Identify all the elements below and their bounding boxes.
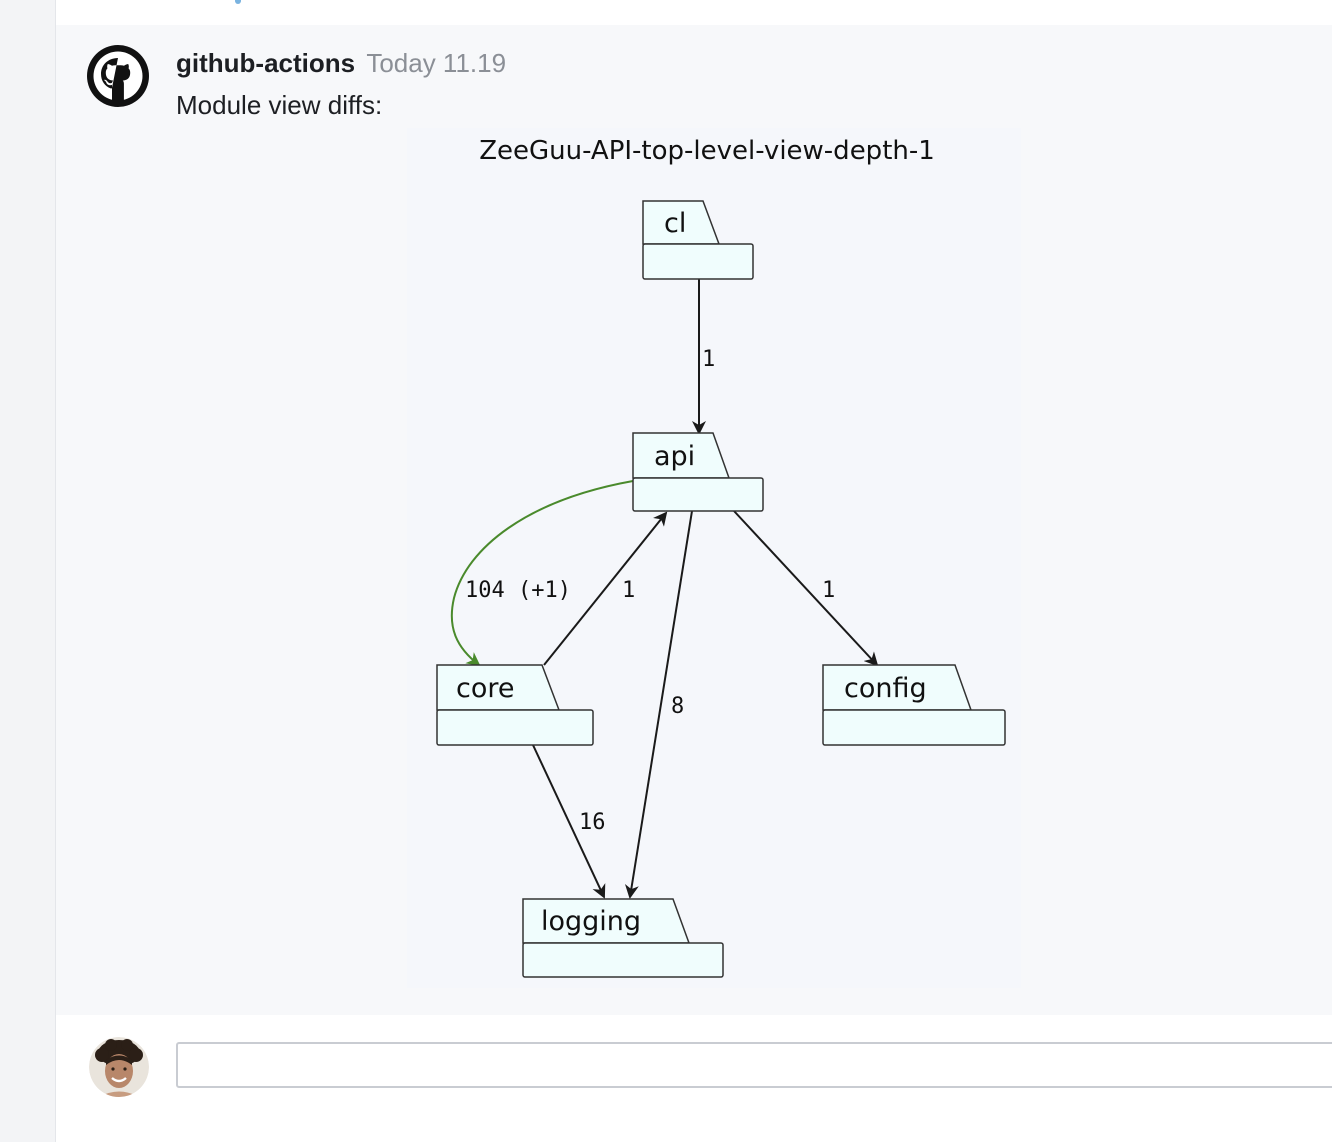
package-logging[interactable]: logging xyxy=(522,898,724,978)
package-label-api: api xyxy=(654,441,695,472)
edge-core-api xyxy=(543,511,668,666)
message-header: github-actions Today 11.19 xyxy=(176,47,506,79)
edge-label-core-api: 1 xyxy=(622,578,635,603)
github-octocat-icon[interactable] xyxy=(87,45,149,107)
edge-api-logging xyxy=(624,510,693,899)
edge-label-api-logging: 8 xyxy=(671,694,684,719)
diagram-title: ZeeGuu-API-top-level-view-depth-1 xyxy=(479,136,935,166)
edge-label-api-config: 1 xyxy=(822,578,835,603)
previous-message-area xyxy=(56,0,1332,25)
package-label-logging: logging xyxy=(541,906,641,937)
left-rail xyxy=(0,0,56,1142)
message-text: Module view diffs: xyxy=(176,90,383,120)
thread-indicator-dot xyxy=(235,0,241,4)
package-config[interactable]: config xyxy=(822,664,1006,746)
edge-label-cl-api: 1 xyxy=(702,347,715,372)
package-label-core: core xyxy=(456,673,514,704)
package-cl[interactable]: cl xyxy=(642,200,754,280)
message-timestamp[interactable]: Today 11.19 xyxy=(366,48,507,78)
module-view-diagram[interactable]: ZeeGuu-API-top-level-view-depth-1 1 104 … xyxy=(407,128,1021,988)
package-core[interactable]: core xyxy=(436,664,594,746)
package-label-cl: cl xyxy=(664,208,686,239)
edge-core-logging xyxy=(532,744,606,899)
diagram-canvas: ZeeGuu-API-top-level-view-depth-1 1 104 … xyxy=(436,136,1006,978)
user-avatar[interactable] xyxy=(89,1037,149,1097)
package-label-config: config xyxy=(844,673,927,704)
edge-label-core-logging: 16 xyxy=(579,810,606,835)
author-name[interactable]: github-actions xyxy=(176,48,356,78)
edge-api-config xyxy=(733,510,879,667)
package-api[interactable]: api xyxy=(632,432,764,512)
edge-label-api-core: 104 (+1) xyxy=(465,578,571,603)
edge-api-core xyxy=(450,480,634,667)
reply-input[interactable] xyxy=(176,1042,1332,1088)
